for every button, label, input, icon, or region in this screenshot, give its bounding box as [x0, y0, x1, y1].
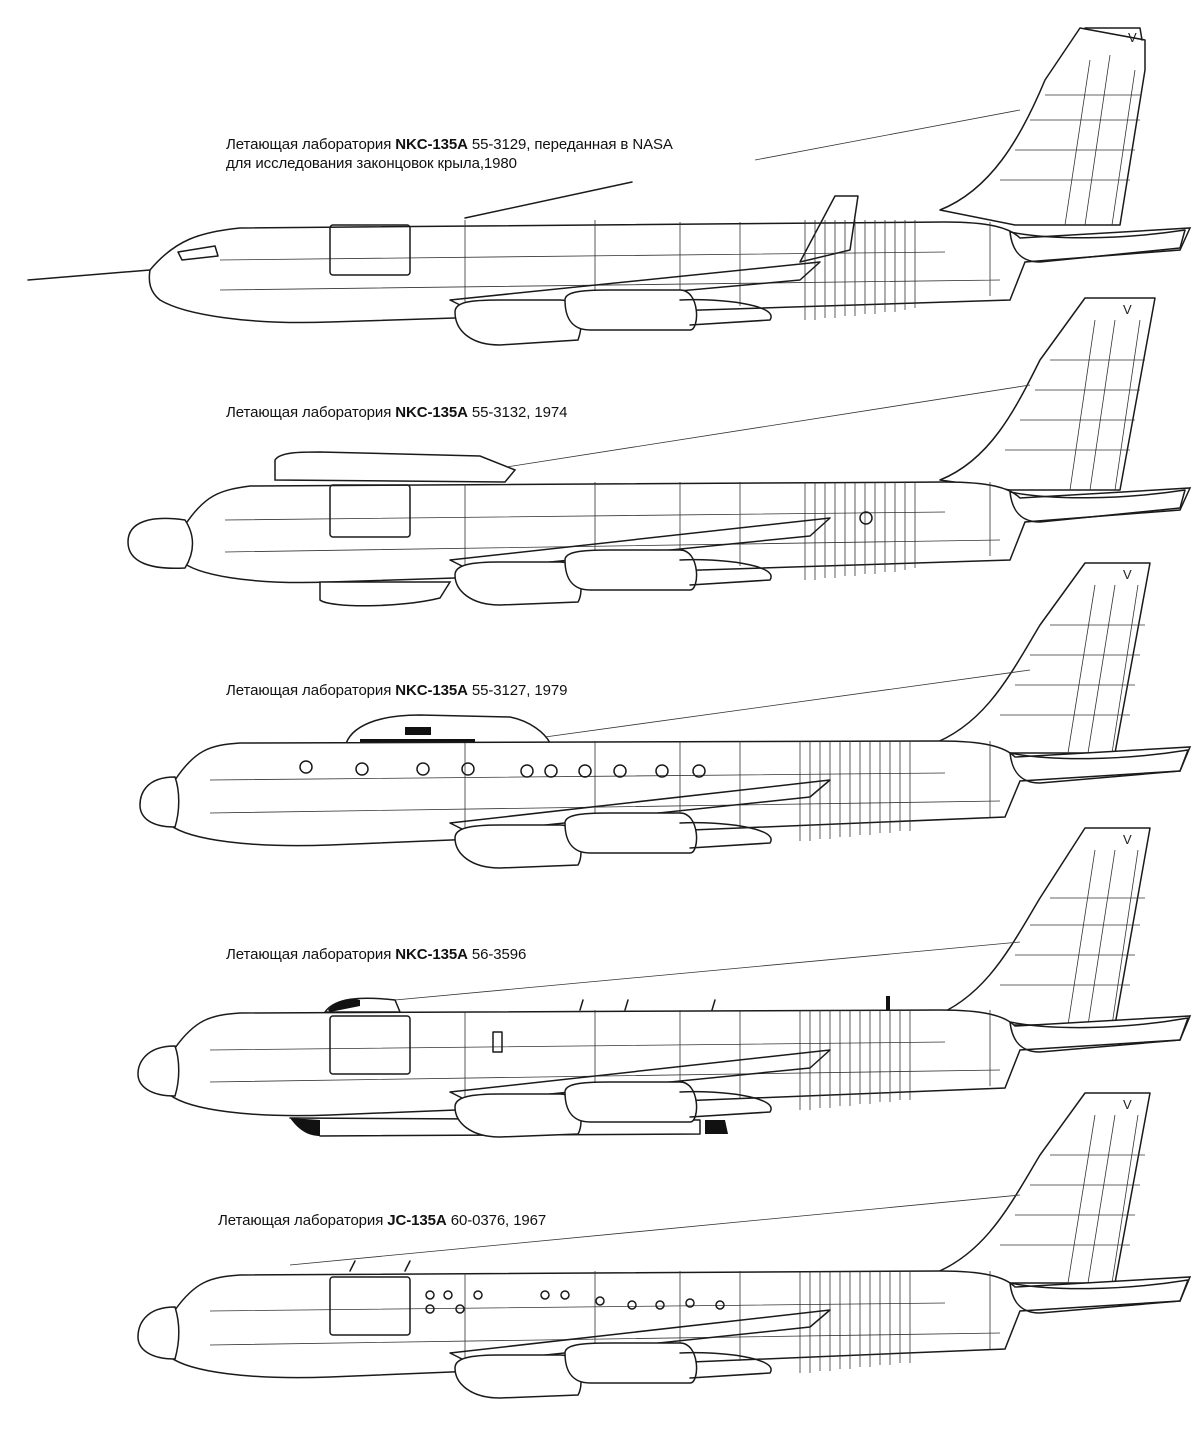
fuselage — [27, 181, 1192, 324]
caption-aircraft-1: Летающая лаборатория NKC-135A 55-3129, п… — [226, 136, 673, 172]
tail-mark-4: V — [1123, 832, 1132, 847]
fin: V — [754, 27, 1146, 226]
tail-mark-2: V — [1123, 302, 1132, 317]
caption-aircraft-4: Летающая лаборатория NKC-135A 56-3596 — [226, 946, 527, 963]
aircraft-drawing-1: V — [0, 0, 1200, 360]
aircraft-drawing-4: V — [0, 820, 1200, 1150]
aircraft-drawing-3: V — [0, 555, 1200, 885]
tail-mark-5: V — [1123, 1097, 1132, 1112]
caption-aircraft-2: Летающая лаборатория NKC-135A 55-3132, 1… — [226, 404, 568, 421]
caption-aircraft-3: Летающая лаборатория NKC-135A 55-3127, 1… — [226, 682, 568, 699]
tail-mark-1: V — [1128, 30, 1137, 45]
aircraft-drawing-2: V — [0, 290, 1200, 620]
aircraft-drawing-5: V — [0, 1085, 1200, 1437]
caption-aircraft-5: Летающая лаборатория JC-135A 60-0376, 19… — [218, 1212, 547, 1229]
tail-mark-3: V — [1123, 567, 1132, 582]
engines-wing — [449, 261, 821, 346]
